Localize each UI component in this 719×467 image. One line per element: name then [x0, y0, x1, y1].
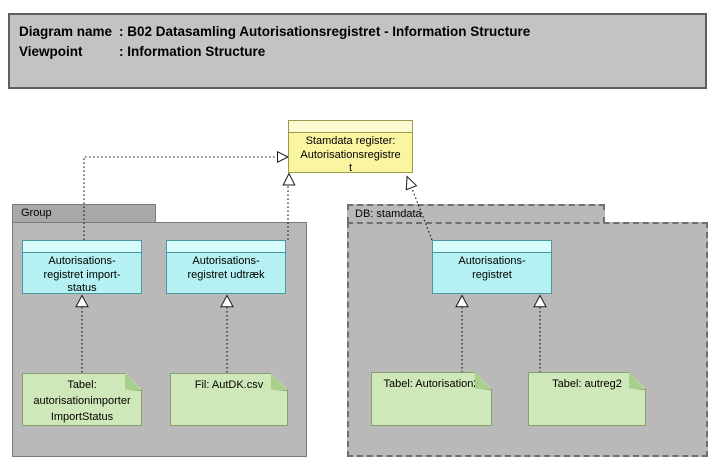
note-label: Tabel: autreg2: [552, 378, 622, 390]
group-folder-label: Group: [21, 207, 52, 219]
viewpoint-value: : Information Structure: [119, 44, 266, 59]
title-row-diagram-name: Diagram name : B02 Datasamling Autorisat…: [19, 22, 699, 42]
note-label: Fil: AutDK.csv: [194, 379, 264, 391]
diagram-title-block: Diagram name : B02 Datasamling Autorisat…: [8, 13, 707, 89]
object-autorisationsregistret-udtraek[interactable]: Autorisations- registret udtræk: [166, 240, 286, 294]
db-stamdata-folder-tab[interactable]: DB: stamdata: [347, 204, 605, 223]
note-fil-autdk-csv[interactable]: Fil: AutDK.csv: [170, 373, 288, 426]
object-label: Autorisations- registret: [458, 255, 526, 281]
title-row-viewpoint: Viewpoint : Information Structure: [19, 42, 699, 62]
db-stamdata-folder-label: DB: stamdata: [355, 208, 422, 220]
viewpoint-label: Viewpoint: [19, 44, 83, 59]
object-label: Stamdata register: Autorisationsregistre…: [300, 135, 401, 174]
object-autorisationsregistret-importstatus[interactable]: Autorisations- registret import- status: [22, 240, 142, 294]
object-stamdata-register[interactable]: Stamdata register: Autorisationsregistre…: [288, 120, 413, 174]
object-header-strip: [23, 241, 141, 253]
note-label: Tabel: Autorisation2: [383, 378, 480, 390]
object-label: Autorisations- registret import- status: [43, 255, 121, 294]
object-header-strip: [433, 241, 551, 253]
realization-arrowhead-bottom-right: [405, 175, 418, 191]
title-label: Diagram name: [19, 24, 113, 39]
object-header-strip: [167, 241, 285, 253]
object-label: Autorisations- registret udtræk: [187, 255, 265, 281]
note-tabel-autorisationimporterimportstatus[interactable]: Tabel: autorisationimporter ImportStatus: [22, 373, 142, 426]
title-value: : B02 Datasamling Autorisationsregistret…: [119, 24, 531, 39]
note-tabel-autreg2[interactable]: Tabel: autreg2: [528, 372, 646, 426]
object-header-strip: [289, 121, 412, 133]
realization-arrowhead-left: [277, 150, 290, 164]
group-folder-tab[interactable]: Group: [12, 204, 156, 223]
note-tabel-autorisation2[interactable]: Tabel: Autorisation2: [371, 372, 492, 426]
note-label: Tabel: autorisationimporter ImportStatus: [33, 379, 131, 423]
object-autorisationsregistret[interactable]: Autorisations- registret: [432, 240, 552, 294]
